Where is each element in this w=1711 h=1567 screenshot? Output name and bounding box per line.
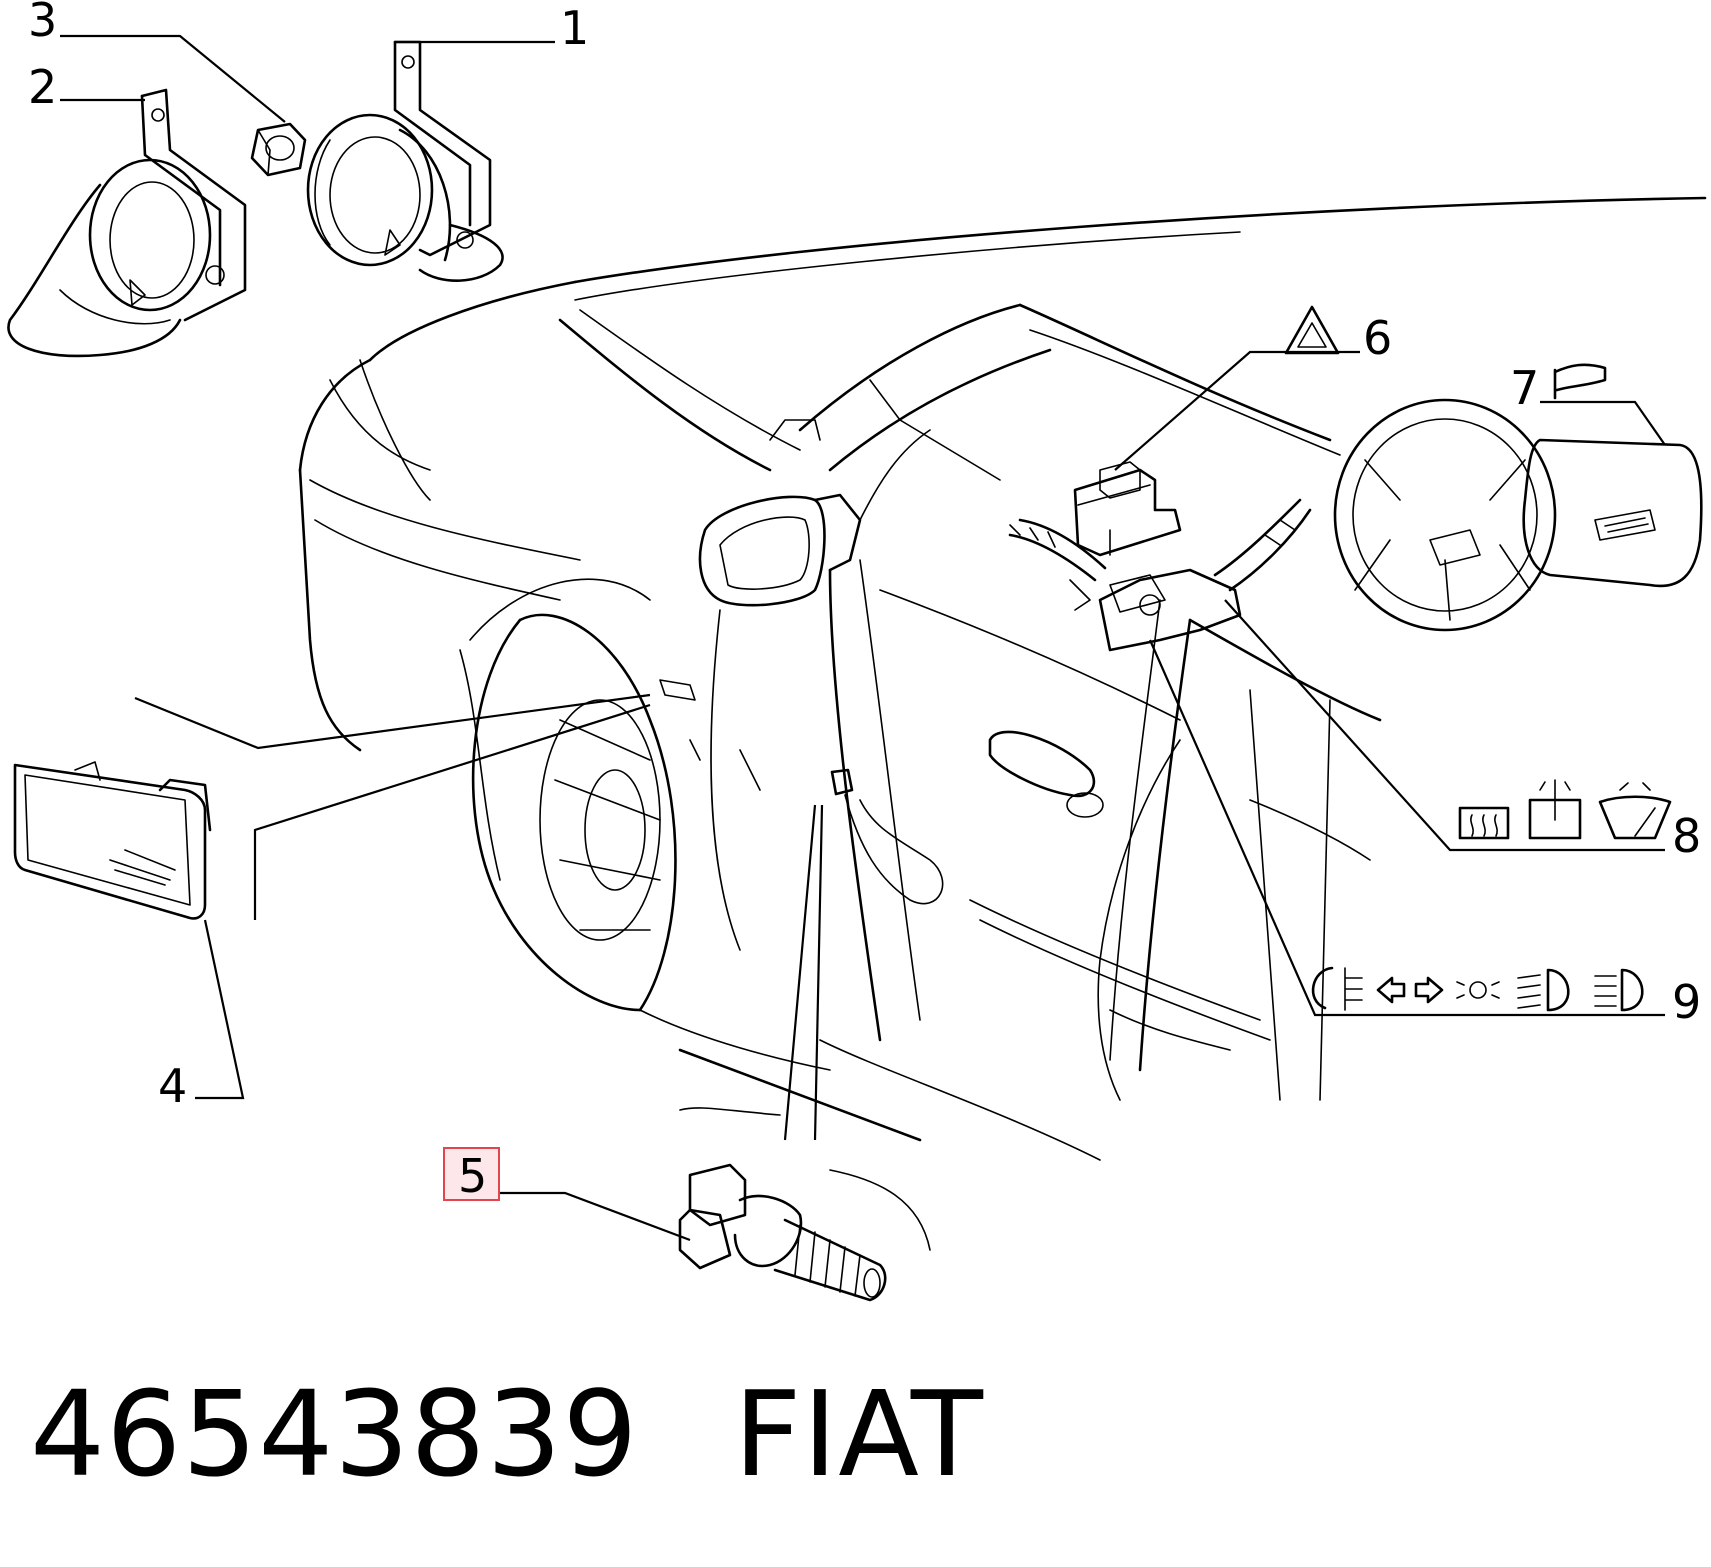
turn-left-icon	[1376, 976, 1406, 1004]
horn-icon	[1553, 363, 1607, 400]
wiper-icon	[1598, 782, 1672, 840]
hazard-triangle-icon	[1284, 305, 1340, 355]
callout-5: 5	[458, 1149, 487, 1203]
callout-6: 6	[1363, 311, 1392, 365]
rear-defrost-icon	[1458, 806, 1510, 840]
turn-right-icon	[1414, 976, 1444, 1004]
car-body-drawing	[298, 196, 1707, 1161]
brand-name: FIAT	[733, 1365, 984, 1503]
callout-5-highlight: 5	[443, 1147, 500, 1203]
part-footer: 46543839 FIAT	[30, 1365, 984, 1503]
callout-9: 9	[1672, 975, 1701, 1029]
horn-part-2	[7, 88, 247, 358]
high-beam-icon	[1594, 968, 1644, 1012]
steering-wheel-part-7	[1333, 398, 1703, 632]
leader-lines	[60, 34, 1666, 1242]
nut-part-3	[250, 122, 307, 177]
side-marker-part-4	[13, 761, 212, 920]
callout-7: 7	[1510, 361, 1539, 415]
horn-part-1	[306, 40, 504, 282]
low-beam-icon	[1517, 968, 1570, 1012]
callout-1: 1	[560, 1, 589, 55]
part-number: 46543839	[30, 1365, 639, 1503]
washer-icon	[1528, 779, 1582, 840]
parking-light-icon	[1456, 981, 1500, 999]
callout-2: 2	[28, 60, 57, 114]
fog-light-icon	[1311, 966, 1363, 1011]
callout-3: 3	[28, 0, 57, 47]
hazard-switch-part-6	[1073, 461, 1182, 557]
door-switch-part-5	[678, 1107, 931, 1302]
callout-4: 4	[158, 1059, 187, 1113]
stalk-switch-part-8-9	[1008, 498, 1312, 652]
callout-8: 8	[1672, 809, 1701, 863]
